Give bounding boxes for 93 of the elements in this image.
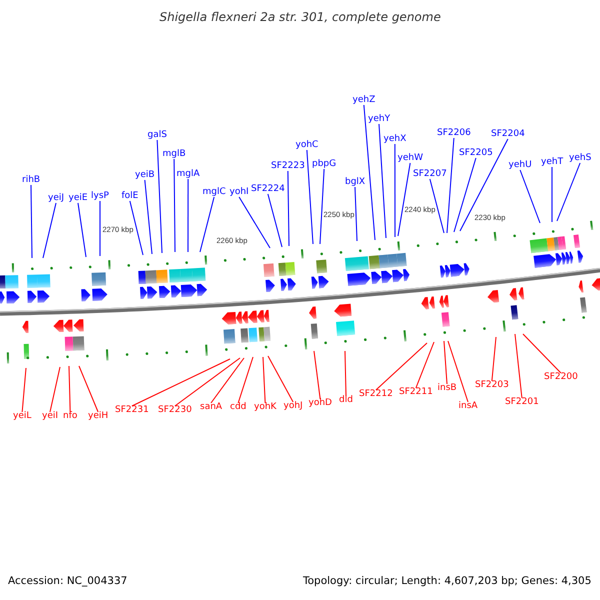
leader-line: [129, 200, 144, 256]
leader-line: [460, 138, 508, 232]
leader-line: [354, 186, 358, 242]
gene-label: yohD: [308, 399, 332, 408]
leader-line: [363, 104, 376, 240]
leader-line: [448, 340, 468, 402]
leader-line: [306, 150, 314, 244]
leader-line: [268, 356, 294, 402]
leader-line: [188, 178, 189, 252]
gene-label: lysP: [91, 192, 109, 201]
leader-line: [514, 334, 522, 398]
map-title: Shigella flexneri 2a str. 301, complete genome: [160, 11, 441, 23]
gene-label: SF2203: [475, 381, 509, 390]
gene-label: SF2205: [459, 149, 493, 158]
gene-label: rihB: [22, 176, 40, 185]
leader-line: [42, 202, 56, 258]
gene-label: mglA: [176, 170, 200, 179]
gene-label: yehT: [541, 158, 564, 167]
leader-line: [174, 158, 176, 252]
leader-line: [68, 366, 71, 412]
leader-line: [78, 202, 86, 258]
leader-line: [522, 334, 562, 374]
leader-line: [200, 196, 215, 252]
gene-label: yehU: [508, 161, 532, 170]
leader-line: [210, 358, 244, 404]
gene-label: yehS: [569, 154, 592, 163]
gene-label: cdd: [230, 403, 246, 412]
leader-line: [454, 158, 476, 232]
leader-line: [144, 180, 152, 254]
gene-label: yeiE: [68, 194, 88, 203]
leader-line: [174, 358, 240, 406]
topology-text: Topology: circular; Length: 4,607,203 bp; Genes: 4,305: [303, 576, 592, 586]
leader-line: [375, 342, 428, 390]
leader-line: [378, 124, 386, 238]
gene-label: yehW: [398, 154, 423, 163]
leader-line: [520, 170, 540, 224]
leader-line: [394, 144, 396, 238]
gene-label: SF2201: [505, 398, 539, 407]
gene-label: pbpG: [312, 160, 336, 169]
gene-label: mglC: [202, 188, 226, 197]
leader-line: [131, 358, 230, 406]
leader-line: [344, 350, 346, 396]
gene-label: SF2231: [115, 406, 149, 415]
gene-label: yehX: [384, 135, 406, 144]
leader-line: [50, 366, 60, 412]
gene-label: SF2207: [413, 170, 447, 179]
leader-line: [238, 196, 270, 248]
gene-label: insB: [438, 384, 457, 393]
gene-label: bglX: [345, 178, 366, 187]
gene-label: yohI: [230, 188, 249, 197]
gene-label: mglB: [162, 150, 186, 159]
gene-label: yeiJ: [48, 194, 64, 203]
leader-line: [156, 140, 162, 254]
gene-label: yohJ: [284, 402, 303, 411]
gene-label: sanA: [200, 403, 222, 412]
gene-label: yohC: [296, 141, 318, 150]
leader-line: [398, 162, 411, 236]
leader-line: [415, 342, 434, 388]
gene-label: yehZ: [352, 96, 376, 105]
leader-line: [267, 194, 282, 248]
gene-label: yeiI: [42, 412, 58, 421]
gene-label: SF2223: [271, 162, 305, 171]
gene-label: SF2206: [437, 129, 471, 138]
leader-line: [556, 162, 581, 222]
leader-line: [78, 366, 99, 412]
leader-line: [444, 340, 448, 384]
gene-label: SF2224: [251, 185, 285, 194]
leader-line: [320, 168, 325, 244]
gene-label: yeiH: [88, 412, 108, 421]
leader-line: [22, 368, 26, 412]
gene-label: galS: [148, 131, 167, 140]
leader-line: [446, 138, 454, 234]
gene-label: SF2204: [491, 130, 525, 139]
leader-line: [287, 170, 290, 246]
gene-label: insA: [458, 402, 478, 411]
gene-label: yehY: [368, 115, 390, 124]
gene-label: folE: [122, 192, 138, 201]
accession-text: Accession: NC_004337: [8, 576, 128, 586]
gene-label: yeiL: [13, 412, 32, 421]
gene-label: nfo: [63, 412, 78, 421]
gene-label: yeiB: [135, 171, 155, 180]
gene-label: SF2230: [158, 406, 192, 415]
leader-line: [262, 356, 266, 404]
leader-line: [314, 350, 321, 400]
gene-label: yohK: [254, 403, 276, 412]
leader-line: [238, 356, 254, 404]
gene-label: SF2212: [359, 390, 393, 399]
gene-label: SF2200: [544, 373, 578, 382]
leader-line: [491, 336, 496, 382]
leader-line: [429, 178, 444, 234]
gene-label: SF2211: [399, 388, 433, 397]
gene-label: dld: [339, 396, 353, 405]
leader-line: [30, 184, 32, 258]
